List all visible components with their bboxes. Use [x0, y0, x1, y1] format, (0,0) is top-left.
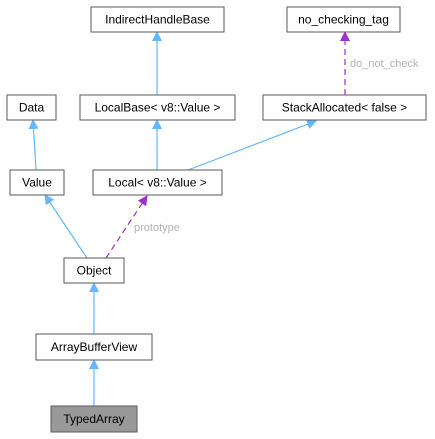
node-no-checking-tag[interactable]: no_checking_tag: [286, 6, 401, 33]
edges: [28, 31, 350, 406]
edge-label-prototype: prototype: [134, 222, 180, 234]
node-label: Local< v8::Value >: [108, 176, 207, 190]
node-label: TypedArray: [63, 412, 124, 426]
node-typed-array[interactable]: TypedArray: [50, 405, 138, 433]
node-label: StackAllocated< false >: [282, 101, 407, 115]
edge-object-uses-local: [105, 195, 148, 259]
node-label: LocalBase< v8::Value >: [95, 101, 221, 115]
edge-local-to-stackallocated: [187, 119, 317, 171]
node-local[interactable]: Local< v8::Value >: [92, 169, 223, 196]
node-value[interactable]: Value: [9, 169, 65, 196]
edge-value-to-data: [28, 119, 39, 171]
node-label: IndirectHandleBase: [105, 13, 210, 27]
node-local-base[interactable]: LocalBase< v8::Value >: [79, 94, 236, 121]
node-label: ArrayBufferView: [51, 340, 138, 354]
node-data[interactable]: Data: [6, 94, 57, 121]
edge-object-to-value: [44, 194, 88, 259]
node-label: Data: [19, 101, 45, 115]
node-indirect-handle-base[interactable]: IndirectHandleBase: [90, 6, 225, 33]
node-label: Value: [22, 176, 52, 190]
node-label: no_checking_tag: [298, 13, 389, 27]
edge-label-do-not-check: do_not_check: [350, 58, 419, 70]
node-array-buffer-view[interactable]: ArrayBufferView: [35, 333, 153, 361]
node-stack-allocated[interactable]: StackAllocated< false >: [262, 94, 427, 121]
node-label: Object: [77, 264, 112, 278]
node-object[interactable]: Object: [63, 257, 125, 284]
